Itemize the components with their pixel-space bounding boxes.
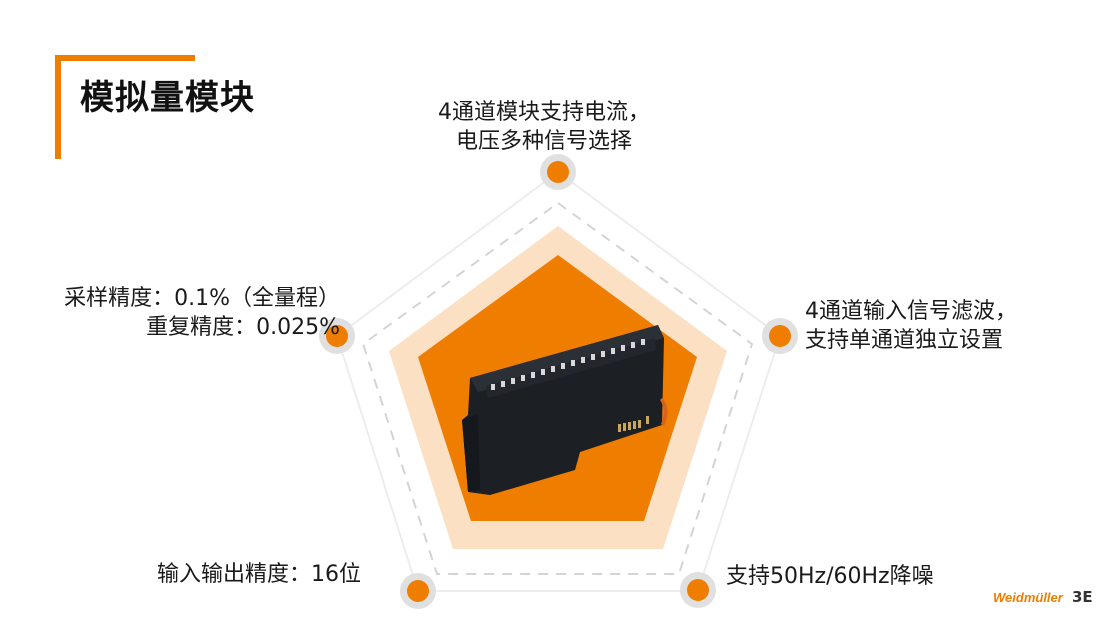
feature-left-line2: 重复精度：0.025% <box>146 315 340 340</box>
brand-logo-text: Weidmüller <box>993 590 1063 605</box>
io-module-image <box>462 325 668 495</box>
title-accent-bar-horizontal <box>55 55 195 61</box>
feature-right-line1: 4通道输入信号滤波， <box>805 299 1017 324</box>
feature-dot-left <box>319 318 355 354</box>
feature-right-line2: 支持单通道独立设置 <box>805 328 1004 353</box>
feature-dot-right <box>762 318 798 354</box>
feature-label-left: 采样精度：0.1%（全量程） 重复精度：0.025% <box>64 284 340 342</box>
feature-label-right: 4通道输入信号滤波， 支持单通道独立设置 <box>805 297 1017 355</box>
brand-logo-icon: 3E <box>1072 588 1093 606</box>
dashed-pentagon <box>361 201 754 575</box>
feature-label-bottom-right: 支持50Hz/60Hz降噪 <box>726 564 934 589</box>
feature-dot-bottom-left <box>400 573 436 609</box>
feature-dot-top <box>540 154 576 190</box>
title-accent-bar-vertical <box>55 55 61 159</box>
feature-left-line1: 采样精度：0.1%（全量程） <box>64 286 340 311</box>
feature-dot-bottom-right <box>680 572 716 608</box>
outer-pentagon <box>335 170 782 592</box>
page-title: 模拟量模块 <box>80 78 255 118</box>
feature-top-line1: 4通道模块支持电流， <box>438 100 650 125</box>
feature-label-bottom-left: 输入输出精度：16位 <box>157 562 361 587</box>
feature-label-top: 4通道模块支持电流， 电压多种信号选择 <box>438 98 650 156</box>
feature-top-line2: 电压多种信号选择 <box>455 129 632 154</box>
